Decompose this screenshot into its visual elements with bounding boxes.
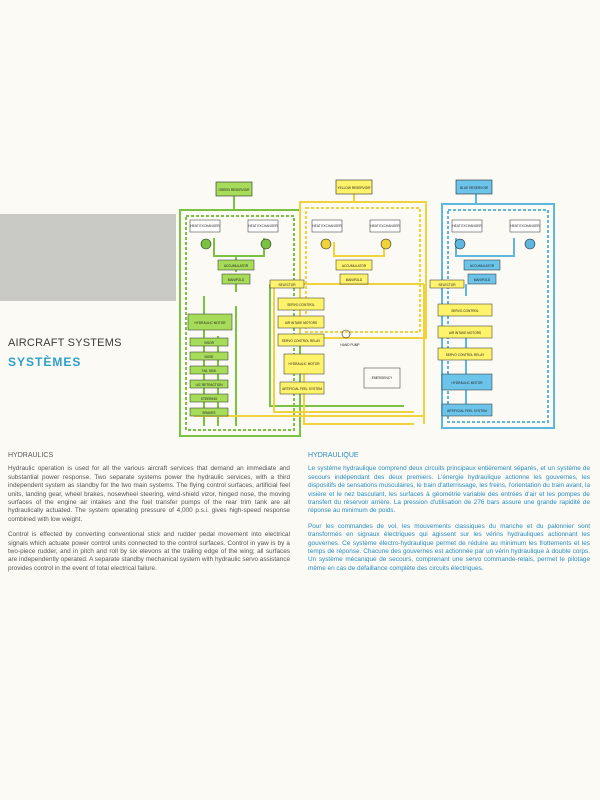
hydraulique-paragraph-2-fr: Pour les commandes de vol, les mouvement…: [308, 522, 590, 572]
blue-reservoir-label: BLUE RESERVOIR: [460, 186, 489, 190]
accumulator-label: ACCUMULATOR: [224, 264, 249, 268]
brakes-actuator: BRAKES: [189, 407, 229, 417]
visor-label: VISOR: [204, 341, 215, 345]
air-intake-label: AIR INTAKE MOTORS: [285, 321, 317, 325]
selector-label: SELECTOR: [438, 283, 456, 287]
emergency-label: EMERGENCY: [372, 376, 393, 380]
heat-exchanger-label: HEAT EXCHANGER: [248, 224, 278, 228]
green-reservoir-label: GREEN RESERVOIR: [219, 188, 251, 192]
tail-skid-label: TAIL SKID: [202, 369, 217, 373]
hydraulic-motor-label: HYDRAULIC MOTOR: [194, 321, 226, 325]
green-reservoir: GREEN RESERVOIR: [215, 181, 253, 197]
artificial-feel-label: ARTIFICIAL FEEL SYSTEM: [282, 387, 322, 391]
green-hydraulic-motor: HYDRAULIC MOTOR: [187, 313, 233, 331]
air-intake-label: AIR INTAKE MOTORS: [449, 331, 481, 335]
hydraulics-paragraph-2-en: Control is effected by converting conven…: [8, 531, 290, 572]
selector-label: SELECTOR: [278, 283, 296, 287]
blue-accumulator: ACCUMULATOR: [463, 259, 501, 271]
manifold-label: MANIFOLD: [346, 278, 363, 282]
steering-label: STEERING: [201, 397, 218, 401]
heat-exchanger-box: [189, 219, 221, 233]
hydraulic-motor-label: HYDRAULIC MOTOR: [451, 381, 483, 385]
landing-gear-label: U/C RETRACTION: [195, 383, 223, 387]
manifold-label: MANIFOLD: [474, 278, 491, 282]
hydraulique-paragraph-1-fr: Le système hydraulique comprend deux cir…: [308, 465, 590, 515]
tail-skid-actuator: TAIL SKID: [189, 365, 229, 375]
hand-pump: HAND PUMP: [340, 329, 360, 347]
heat-exchanger-box: [451, 219, 483, 233]
nose-label: NOSE: [204, 355, 213, 359]
green-accumulator: ACCUMULATOR: [217, 259, 255, 271]
yellow-reservoir: YELLOW RESERVOIR: [335, 179, 373, 195]
servo-relay-label: SERVO CONTROL RELAY: [446, 353, 485, 357]
blue-air-intake-motors: AIR INTAKE MOTORS: [437, 325, 493, 339]
nose-actuator: NOSE: [189, 351, 229, 361]
blue-servo-control: SERVO CONTROL: [437, 303, 493, 317]
blue-artificial-feel: ARTIFICIAL FEEL SYSTEM: [441, 403, 493, 417]
heat-exchanger-label: HEAT EXCHANGER: [510, 224, 540, 228]
heat-exchanger-label: HEAT EXCHANGER: [370, 224, 400, 228]
hydraulique-heading-fr: HYDRAULIQUE: [308, 452, 359, 459]
heat-exchanger-label: HEAT EXCHANGER: [312, 224, 342, 228]
section-title-en: AIRCRAFT SYSTEMS: [8, 337, 122, 349]
heat-exchanger-box: [509, 219, 541, 233]
heat-exchanger-box: [311, 219, 343, 233]
yellow-manifold: MANIFOLD: [339, 273, 369, 285]
emergency-unit: EMERGENCY: [363, 367, 401, 389]
yellow-reservoir-label: YELLOW RESERVOIR: [338, 186, 372, 190]
french-column: HYDRAULIQUE Le système hydraulique compr…: [308, 452, 590, 580]
hand-pump-label: HAND PUMP: [340, 343, 359, 347]
hydraulics-heading-en: HYDRAULICS: [8, 452, 54, 459]
hydraulics-paragraph-1-en: Hydraulic operation is used for all the …: [8, 465, 290, 523]
blue-reservoir: BLUE RESERVOIR: [455, 179, 493, 195]
yellow-artificial-feel: ARTIFICIAL FEEL SYSTEM: [279, 381, 325, 395]
heat-exchanger-box: [369, 219, 401, 233]
section-title-fr: SYSTÈMES: [8, 355, 82, 369]
selector-green: SELECTOR: [269, 279, 305, 289]
steering-actuator: STEERING: [189, 393, 229, 403]
servo-control-label: SERVO CONTROL: [287, 303, 315, 307]
selector-blue: SELECTOR: [429, 279, 465, 289]
accumulator-label: ACCUMULATOR: [470, 264, 495, 268]
english-column: HYDRAULICS Hydraulic operation is used f…: [8, 452, 290, 580]
manifold-label: MANIFOLD: [228, 278, 245, 282]
yellow-hydraulic-motor: HYDRAULIC MOTOR: [283, 353, 325, 375]
yellow-accumulator: ACCUMULATOR: [335, 259, 373, 271]
servo-control-label: SERVO CONTROL: [451, 309, 479, 313]
brakes-label: BRAKES: [203, 411, 216, 415]
hydraulic-motor-label: HYDRAULIC MOTOR: [288, 362, 320, 366]
artificial-feel-label: ARTIFICIAL FEEL SYSTEM: [447, 409, 487, 413]
blue-servo-relay: SERVO CONTROL RELAY: [437, 347, 493, 361]
engine-pump-icons: [200, 238, 536, 250]
grey-band-decoration: [0, 214, 176, 301]
visor-actuator: VISOR: [189, 337, 229, 347]
green-manifold: MANIFOLD: [221, 273, 251, 285]
servo-relay-label: SERVO CONTROL RELAY: [282, 339, 321, 343]
blue-hydraulic-motor: HYDRAULIC MOTOR: [441, 373, 493, 391]
yellow-servo-control: SERVO CONTROL: [277, 297, 325, 311]
landing-gear-actuator: U/C RETRACTION: [189, 379, 229, 389]
hydraulic-system-diagram: GREEN RESERVOIR YELLOW RESERVOIR BLUE RE…: [179, 179, 555, 437]
blue-manifold: MANIFOLD: [467, 273, 497, 285]
yellow-air-intake-motors: AIR INTAKE MOTORS: [277, 315, 325, 329]
heat-exchanger-label: HEAT EXCHANGER: [190, 224, 220, 228]
accumulator-label: ACCUMULATOR: [342, 264, 367, 268]
heat-exchanger-label: HEAT EXCHANGER: [452, 224, 482, 228]
yellow-servo-relay: SERVO CONTROL RELAY: [277, 333, 325, 347]
heat-exchanger-box: [247, 219, 279, 233]
